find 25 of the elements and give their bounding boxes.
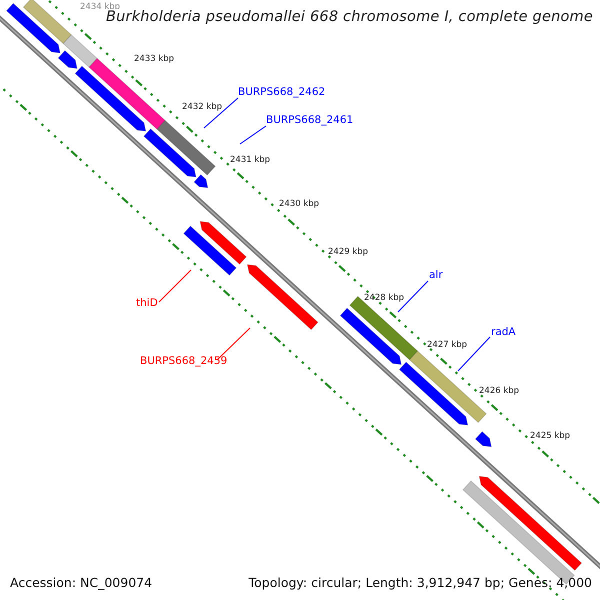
gene-label: radA: [491, 326, 516, 338]
info-text: Accession: NC_009074: [10, 575, 152, 590]
title: Burkholderia pseudomallei 668 chromosome I, complete genome: [104, 9, 595, 25]
leader-line: [398, 280, 428, 312]
tick-label: 2433 kbp: [134, 54, 174, 64]
leader-line: [158, 270, 192, 302]
leader-line: [216, 328, 250, 360]
tick-label: 2425 kbp: [530, 431, 570, 441]
leader-line: [204, 98, 238, 128]
tick-label: 2434 kbp: [80, 2, 120, 12]
tick-label: 2427 kbp: [427, 340, 468, 350]
leader-line: [458, 336, 490, 372]
gene-label: BURPS668_2459: [140, 355, 228, 367]
tick-label: 2430 kbp: [279, 199, 320, 209]
gene-label: thiD: [136, 297, 158, 309]
leader-line: [240, 126, 266, 144]
gene-label: alr: [429, 269, 443, 281]
gene-label: BURPS668_2462: [238, 86, 326, 98]
tick-label: 2428 kbp: [364, 293, 404, 303]
info-text: Topology: circular; Length: 3,912,947 bp; Genes: 4,000: [248, 575, 592, 590]
tick-label: 2426 kbp: [479, 386, 520, 396]
gene-label: BURPS668_2461: [266, 114, 354, 126]
tick-label: 2431 kbp: [230, 155, 270, 165]
tick-label: 2432 kbp: [182, 102, 222, 112]
tick-label: 2429 kbp: [328, 247, 368, 257]
